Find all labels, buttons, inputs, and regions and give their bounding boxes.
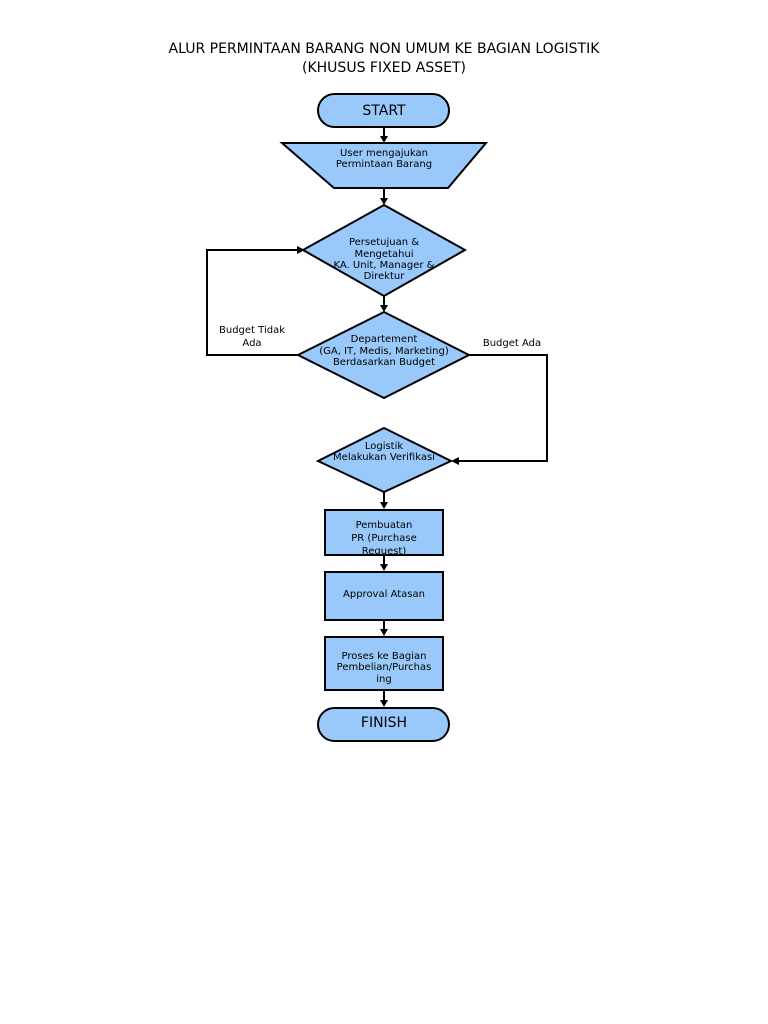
approval-atasan-process: Approval Atasan: [324, 571, 444, 621]
finish-terminator: FINISH: [317, 707, 450, 742]
logistik-line2: Melakukan Verifikasi: [333, 452, 435, 463]
arrowhead: [380, 629, 388, 636]
arrowhead: [380, 136, 388, 143]
proses-line3: ing: [376, 674, 391, 685]
arrowhead: [380, 564, 388, 571]
arrowhead: [380, 305, 388, 312]
arrowhead: [380, 198, 388, 205]
approval-line3: KA. Unit, Manager &: [334, 260, 435, 271]
edge-budget-ada: [457, 354, 548, 462]
proses-line2: Pembelian/Purchas: [337, 662, 432, 673]
pembuatan-pr-process: Pembuatan PR (Purchase Request): [324, 509, 444, 557]
department-decision: Departement (GA, IT, Medis, Marketing) B…: [295, 310, 472, 400]
approval-line2: Mengetahui: [354, 249, 413, 260]
department-line2: (GA, IT, Medis, Marketing): [319, 346, 449, 357]
pembuatan-pr-line2: PR (Purchase: [351, 533, 416, 544]
pembuatan-pr-line1: Pembuatan: [356, 520, 413, 531]
arrowhead: [380, 700, 388, 707]
approval-line1: Persetujuan &: [349, 237, 419, 248]
user-request-shape: User mengajukan Permintaan Barang: [279, 142, 489, 189]
connectors: [206, 127, 548, 707]
budget-ada-label: Budget Ada: [483, 338, 541, 349]
pembuatan-pr-line3: Request): [362, 546, 407, 557]
finish-label: FINISH: [361, 715, 407, 731]
logistik-verification: Logistik Melakukan Verifikasi: [315, 426, 454, 494]
edge-budget-tidak-ada-loop: [206, 249, 299, 356]
logistik-line1: Logistik: [365, 441, 404, 452]
budget-tidak-ada-label-line2: Ada: [242, 338, 261, 349]
arrowhead: [451, 457, 459, 465]
proses-line1: Proses ke Bagian: [342, 651, 427, 662]
user-request-line1: User mengajukan: [340, 148, 428, 159]
diagram-title-line2: (KHUSUS FIXED ASSET): [302, 60, 466, 76]
start-label: START: [362, 103, 406, 119]
user-request-line2: Permintaan Barang: [336, 159, 432, 170]
department-line1: Departement: [351, 334, 418, 345]
approval-atasan-label: Approval Atasan: [343, 589, 425, 600]
start-terminator: START: [317, 93, 450, 128]
arrowhead: [380, 502, 388, 509]
diagram-title-line1: ALUR PERMINTAAN BARANG NON UMUM KE BAGIA…: [168, 41, 600, 57]
proses-pembelian-process: Proses ke Bagian Pembelian/Purchas ing: [324, 636, 444, 691]
approval-decision: Persetujuan & Mengetahui KA. Unit, Manag…: [300, 203, 468, 298]
approval-line4: Direktur: [364, 271, 406, 282]
budget-tidak-ada-label-line1: Budget Tidak: [219, 325, 285, 336]
department-line3: Berdasarkan Budget: [333, 357, 435, 368]
